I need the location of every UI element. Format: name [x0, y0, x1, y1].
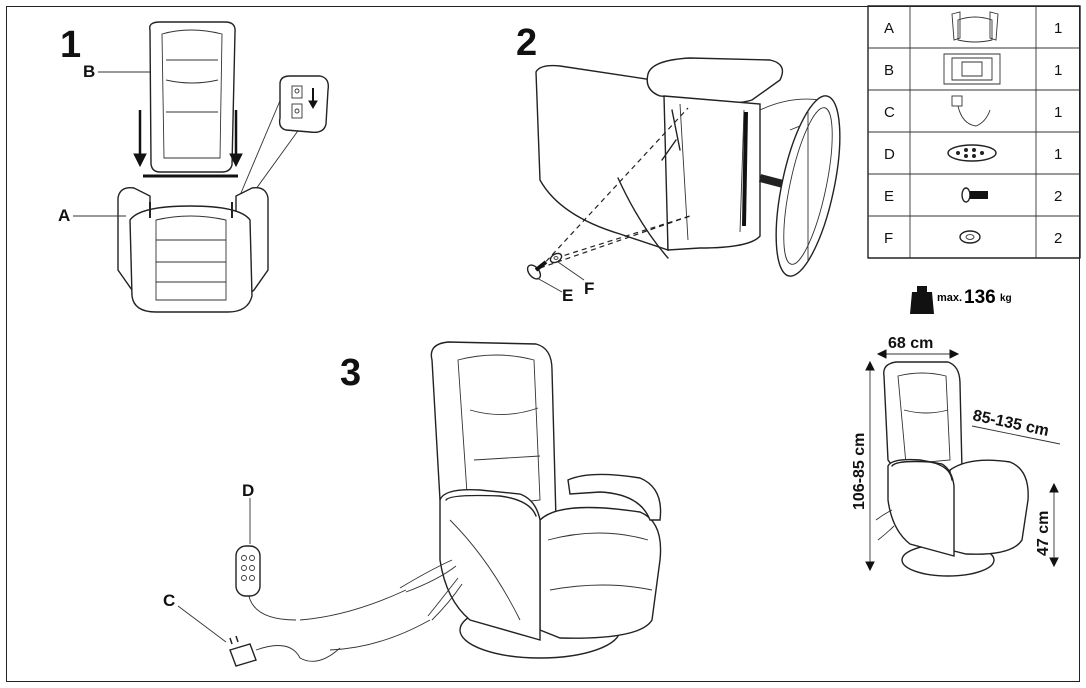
step-3-number: 3: [340, 352, 361, 394]
step-1-illustration: 1 B: [58, 21, 330, 313]
step-1-number: 1: [60, 24, 81, 66]
table-qty-d: 1: [1054, 146, 1062, 163]
weight-prefix: max.: [937, 292, 962, 304]
table-letter-e: E: [884, 188, 894, 205]
table-qty-c: 1: [1054, 104, 1062, 121]
weight-value: 136: [964, 287, 996, 308]
step-2-number: 2: [516, 22, 537, 64]
bolt-icon: [961, 187, 988, 203]
parts-table: A B C D E F 1 1 1 1 2 2: [867, 5, 1081, 259]
washer-icon: [549, 252, 563, 264]
label-b: B: [83, 62, 95, 81]
weight-icon: [910, 286, 934, 314]
table-qty-e: 2: [1054, 188, 1062, 205]
diagram-frame: [6, 6, 1080, 682]
table-letter-b: B: [884, 62, 894, 79]
table-qty-b: 1: [1054, 62, 1062, 79]
backrest-icon: [943, 53, 1001, 85]
label-f: F: [584, 279, 594, 298]
remote-control-icon: [947, 144, 997, 162]
dimension-chair-outline: [875, 361, 1029, 577]
dim-seat-height: 47 cm: [1035, 511, 1052, 556]
weight-limit: max. 136 kg: [910, 286, 1012, 314]
remote-control-icon: [235, 545, 261, 597]
step-2-illustration: 2 E F: [516, 22, 841, 305]
mounting-dashed-lines: [539, 107, 691, 269]
chair-base-part-a: [117, 187, 269, 313]
dimension-drawing: 68 cm 106-85 cm 85-135 cm 47 cm: [851, 335, 1061, 577]
tilted-chair-frame: [535, 57, 841, 277]
table-letter-f: F: [884, 230, 893, 247]
down-arrow-icon: [133, 110, 243, 168]
table-letter-a: A: [884, 20, 894, 37]
backrest-part-b: [143, 21, 238, 178]
armrest-base-icon: [951, 11, 999, 43]
label-d: D: [242, 481, 254, 500]
dim-width: 68 cm: [888, 335, 933, 352]
dim-height: 106-85 cm: [851, 433, 868, 510]
step-3-illustration: 3 D: [163, 341, 662, 667]
detail-callout: [237, 75, 330, 201]
assembled-recliner: [430, 341, 662, 659]
dim-depth: 85-135 cm: [971, 407, 1050, 440]
table-letter-d: D: [884, 146, 895, 163]
bolt-icon: [526, 260, 548, 280]
table-qty-a: 1: [1054, 20, 1062, 37]
table-qty-f: 2: [1054, 230, 1062, 247]
weight-unit: kg: [1000, 293, 1012, 304]
table-letter-c: C: [884, 104, 895, 121]
power-adapter-icon: [951, 95, 991, 127]
label-c: C: [163, 591, 175, 610]
washer-icon: [959, 230, 981, 244]
power-adapter-icon: [229, 635, 257, 667]
label-e: E: [562, 286, 573, 305]
label-a: A: [58, 206, 70, 225]
cables: [247, 559, 463, 662]
